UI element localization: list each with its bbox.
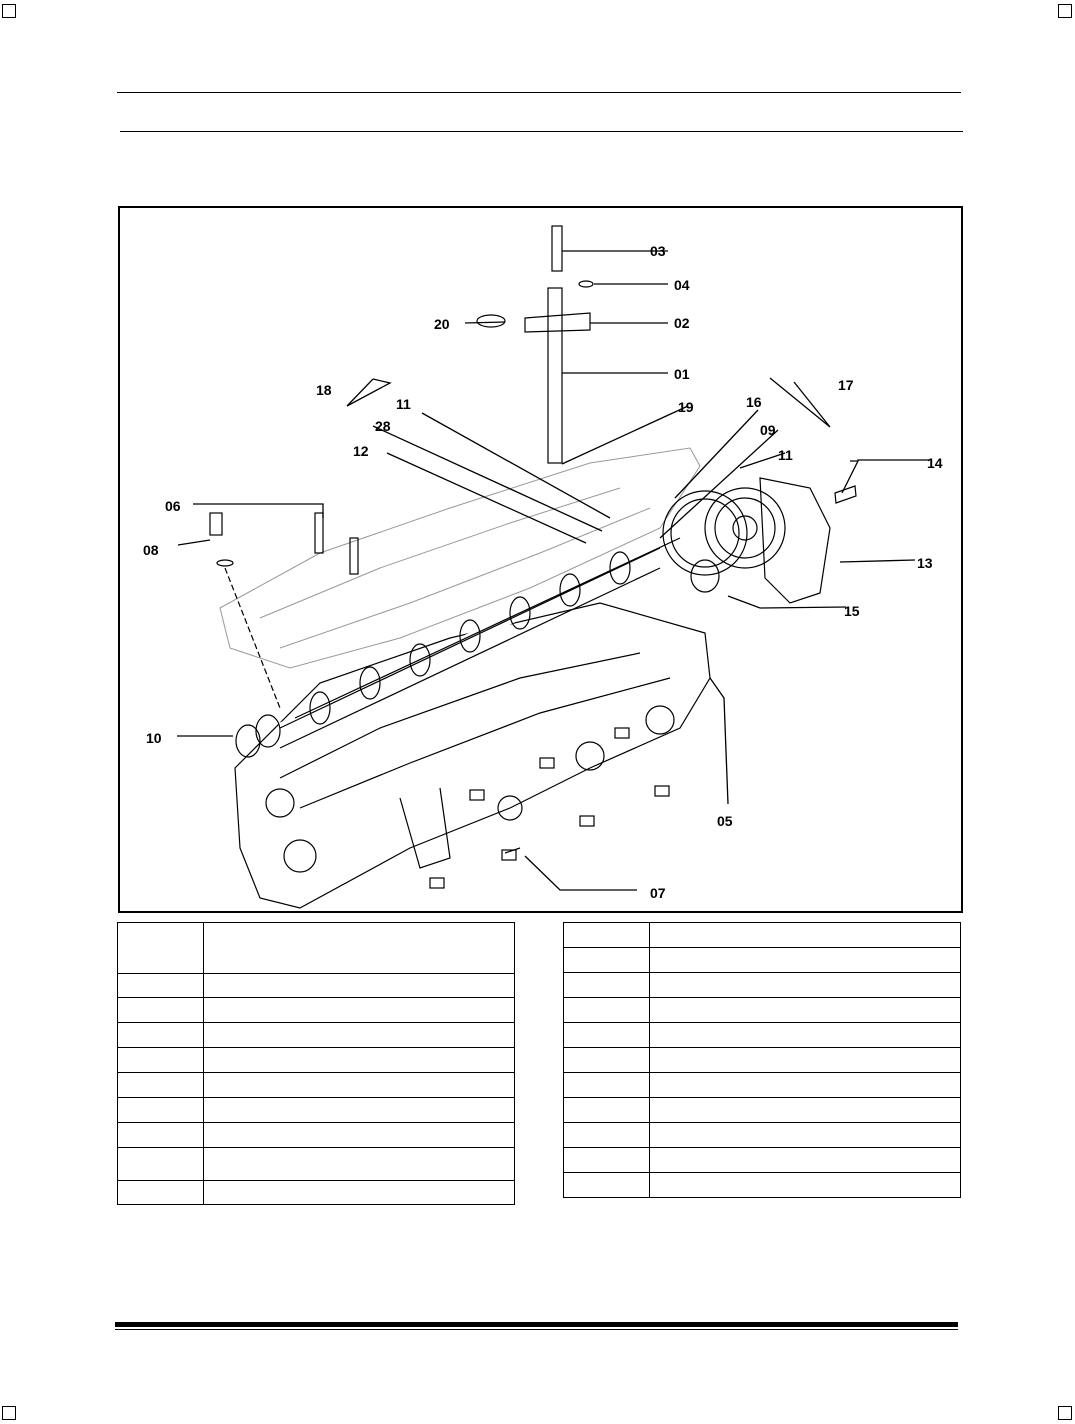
table-row bbox=[563, 1097, 961, 1123]
table-row bbox=[563, 972, 961, 998]
table-cell-number bbox=[117, 1180, 204, 1205]
callout-18: 18 bbox=[316, 382, 332, 398]
table-cell-description bbox=[649, 1147, 961, 1173]
table-cell-description bbox=[203, 973, 515, 998]
table-cell-description bbox=[203, 1122, 515, 1148]
table-cell-description bbox=[203, 922, 515, 974]
table-cell-number bbox=[563, 1097, 650, 1123]
table-row bbox=[563, 922, 961, 948]
table-cell-number bbox=[563, 1122, 650, 1148]
footer-rule-thin bbox=[115, 1329, 958, 1330]
table-row bbox=[563, 1022, 961, 1048]
crop-mark-top-left bbox=[2, 4, 16, 18]
table-row bbox=[563, 947, 961, 973]
crop-mark-top-right bbox=[1058, 4, 1072, 18]
callout-17: 17 bbox=[838, 377, 854, 393]
callout-07: 07 bbox=[650, 885, 666, 901]
callout-19: 19 bbox=[678, 399, 694, 415]
table-cell-description bbox=[203, 1097, 515, 1123]
callout-09: 09 bbox=[760, 422, 776, 438]
cylinder-head-exploded-diagram: 03 04 02 20 01 18 11 28 12 19 16 17 09 1… bbox=[143, 225, 943, 909]
table-cell-number bbox=[563, 1147, 650, 1173]
parts-table-right bbox=[563, 922, 961, 1198]
table-row bbox=[117, 1147, 515, 1181]
table-row bbox=[563, 1072, 961, 1098]
table-cell-description bbox=[649, 997, 961, 1023]
table-cell-number bbox=[117, 997, 204, 1023]
callout-16: 16 bbox=[746, 394, 762, 410]
parts-table-left bbox=[117, 922, 515, 1205]
table-cell-number bbox=[117, 1072, 204, 1098]
table-row bbox=[117, 1072, 515, 1098]
callout-06: 06 bbox=[165, 498, 181, 514]
table-row bbox=[563, 1122, 961, 1148]
callout-28: 28 bbox=[375, 418, 391, 434]
table-cell-number bbox=[563, 1047, 650, 1073]
table-cell-number bbox=[563, 947, 650, 973]
table-row bbox=[117, 1122, 515, 1148]
exploded-view-figure: 03 04 02 20 01 18 11 28 12 19 16 17 09 1… bbox=[118, 206, 963, 913]
table-row bbox=[117, 1097, 515, 1123]
callout-10: 10 bbox=[146, 730, 162, 746]
table-cell-description bbox=[649, 1097, 961, 1123]
table-cell-description bbox=[649, 1122, 961, 1148]
callout-20: 20 bbox=[434, 316, 450, 332]
footer-rule-thick bbox=[115, 1322, 958, 1327]
callout-14: 14 bbox=[927, 455, 943, 471]
table-cell-number bbox=[117, 1047, 204, 1073]
table-cell-number bbox=[117, 1122, 204, 1148]
header-rule-bottom bbox=[120, 131, 963, 132]
table-cell-description bbox=[649, 972, 961, 998]
table-row bbox=[117, 922, 515, 974]
table-cell-description bbox=[649, 1072, 961, 1098]
table-cell-description bbox=[649, 1022, 961, 1048]
callout-05: 05 bbox=[717, 813, 733, 829]
table-cell-description bbox=[649, 947, 961, 973]
callout-11-right: 11 bbox=[778, 447, 793, 463]
callout-15: 15 bbox=[844, 603, 860, 619]
table-cell-number bbox=[117, 1147, 204, 1181]
table-cell-description bbox=[203, 1180, 515, 1205]
callout-12: 12 bbox=[353, 443, 369, 459]
crop-mark-bottom-right bbox=[1058, 1406, 1072, 1420]
callout-11-left: 11 bbox=[396, 396, 411, 412]
table-cell-description bbox=[649, 922, 961, 948]
callout-01: 01 bbox=[674, 366, 690, 382]
table-cell-number bbox=[563, 997, 650, 1023]
callout-08: 08 bbox=[143, 542, 159, 558]
header-rule-top bbox=[117, 92, 961, 93]
table-cell-description bbox=[203, 997, 515, 1023]
crop-mark-bottom-left bbox=[2, 1406, 16, 1420]
callout-04: 04 bbox=[674, 277, 690, 293]
table-row bbox=[117, 973, 515, 998]
table-cell-number bbox=[117, 973, 204, 998]
table-row bbox=[117, 997, 515, 1023]
table-cell-number bbox=[563, 972, 650, 998]
table-cell-number bbox=[563, 1072, 650, 1098]
table-row bbox=[117, 1180, 515, 1205]
table-row bbox=[563, 1147, 961, 1173]
table-row bbox=[563, 1047, 961, 1073]
table-cell-number bbox=[117, 1097, 204, 1123]
callout-02: 02 bbox=[674, 315, 690, 331]
table-cell-description bbox=[649, 1047, 961, 1073]
table-row bbox=[117, 1022, 515, 1048]
callout-03: 03 bbox=[650, 243, 666, 259]
table-cell-description bbox=[203, 1072, 515, 1098]
table-cell-description bbox=[203, 1047, 515, 1073]
table-cell-description bbox=[649, 1172, 961, 1198]
callout-13: 13 bbox=[917, 555, 933, 571]
table-cell-number bbox=[117, 1022, 204, 1048]
table-row bbox=[117, 1047, 515, 1073]
table-row bbox=[563, 1172, 961, 1198]
table-cell-number bbox=[563, 1172, 650, 1198]
table-cell-number bbox=[563, 922, 650, 948]
table-row bbox=[563, 997, 961, 1023]
table-cell-description bbox=[203, 1022, 515, 1048]
table-cell-number bbox=[563, 1022, 650, 1048]
table-cell-description bbox=[203, 1147, 515, 1181]
table-cell-number bbox=[117, 922, 204, 974]
